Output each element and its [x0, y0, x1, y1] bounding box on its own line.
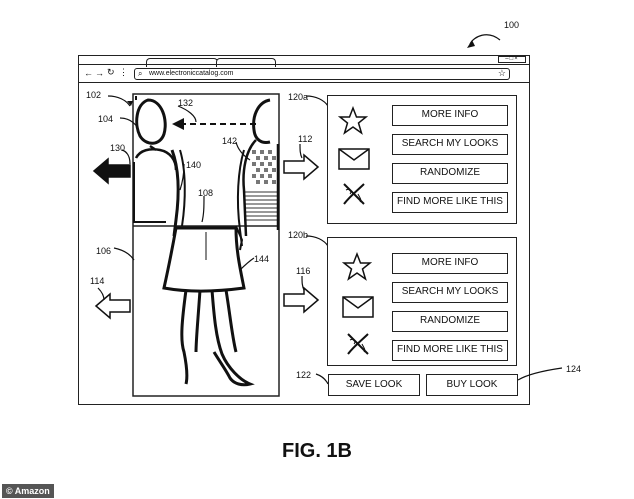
find-more-like-this-button-b[interactable]: FIND MORE LIKE THIS: [392, 340, 508, 361]
figure-right-leg: [210, 289, 255, 387]
ref-100: 100: [504, 20, 520, 30]
figure-neckline: [134, 144, 178, 171]
ref-122: 122: [296, 370, 312, 380]
figure-head: [135, 98, 167, 145]
figure-left-leg: [180, 289, 202, 385]
more-info-button-b[interactable]: MORE INFO: [392, 253, 508, 274]
figure-hand: [235, 225, 244, 251]
more-info-button-a[interactable]: MORE INFO: [392, 105, 508, 126]
ref-102: 102: [86, 90, 102, 100]
refresh-icon[interactable]: ↻: [107, 67, 115, 77]
close-icon[interactable]: ×: [514, 56, 519, 62]
ref-114: 114: [90, 276, 105, 286]
look-viewer-frame: [132, 93, 280, 397]
title-bar-divider: [78, 64, 530, 65]
leader-lines: [97, 34, 563, 385]
window-controls[interactable]: –□×: [498, 56, 526, 63]
ref-130: 130: [110, 143, 126, 153]
arrow-left-114: [94, 292, 131, 320]
url-text: www.electroniccatalog.com: [149, 70, 234, 77]
search-my-looks-button-b[interactable]: SEARCH MY LOOKS: [392, 282, 508, 303]
ref-120a: 120a: [288, 92, 309, 102]
forward-icon[interactable]: →: [95, 68, 104, 78]
envelope-icon[interactable]: [338, 148, 370, 170]
figure-label: FIG. 1B: [281, 440, 352, 462]
arrow-left-130: [92, 157, 131, 185]
toolbar-divider: [78, 82, 530, 83]
dashed-arrowhead-132: [172, 118, 184, 130]
arrow-right-116: [283, 286, 320, 314]
figure-top-edge: [133, 162, 166, 223]
alt-top-pattern: [252, 150, 276, 184]
alt-top-stripes: [244, 191, 278, 221]
figure-torso-line: [179, 149, 186, 227]
ref-142: 142: [222, 136, 238, 146]
ref-108: 108: [198, 188, 214, 198]
save-look-button[interactable]: SAVE LOOK: [328, 374, 420, 396]
address-bar[interactable]: ⌕ www.electroniccatalog.com ☆: [134, 68, 510, 80]
envelope-icon[interactable]: [342, 296, 374, 318]
search-icon: ⌕: [138, 69, 143, 78]
image-credit: © Amazon: [2, 484, 54, 498]
figure-arm: [170, 149, 180, 237]
more-icon[interactable]: ⋮: [119, 67, 128, 77]
ref-106: 106: [96, 246, 112, 256]
randomize-button-b[interactable]: RANDOMIZE: [392, 311, 508, 332]
alt-figure-head: [252, 98, 271, 144]
star-icon[interactable]: [342, 252, 372, 282]
figure-skirt: [162, 226, 246, 293]
arrow-right-112: [283, 153, 320, 181]
ref-112: 112: [298, 134, 313, 144]
alt-figure-body: [242, 139, 280, 237]
ref-124: 124: [566, 364, 582, 374]
ref-104: 104: [98, 114, 114, 124]
maximize-icon[interactable]: □: [509, 56, 515, 62]
randomize-button-a[interactable]: RANDOMIZE: [392, 163, 508, 184]
alt-figure-arm: [236, 149, 245, 247]
ref-140: 140: [186, 160, 202, 170]
ref-144: 144: [254, 254, 270, 264]
ref-132: 132: [178, 98, 194, 108]
find-more-like-this-button-a[interactable]: FIND MORE LIKE THIS: [392, 192, 508, 213]
star-icon[interactable]: [338, 106, 368, 136]
minimize-icon[interactable]: –: [505, 56, 510, 62]
dislike-x-icon[interactable]: [344, 330, 372, 356]
search-my-looks-button-a[interactable]: SEARCH MY LOOKS: [392, 134, 508, 155]
back-icon[interactable]: ←: [84, 68, 93, 78]
bookmark-star-icon[interactable]: ☆: [497, 68, 506, 78]
ref-120b: 120b: [288, 230, 309, 240]
buy-look-button[interactable]: BUY LOOK: [426, 374, 518, 396]
ref-116: 116: [296, 266, 311, 276]
dislike-x-icon[interactable]: [340, 180, 368, 206]
browser-tab[interactable]: [216, 58, 276, 67]
